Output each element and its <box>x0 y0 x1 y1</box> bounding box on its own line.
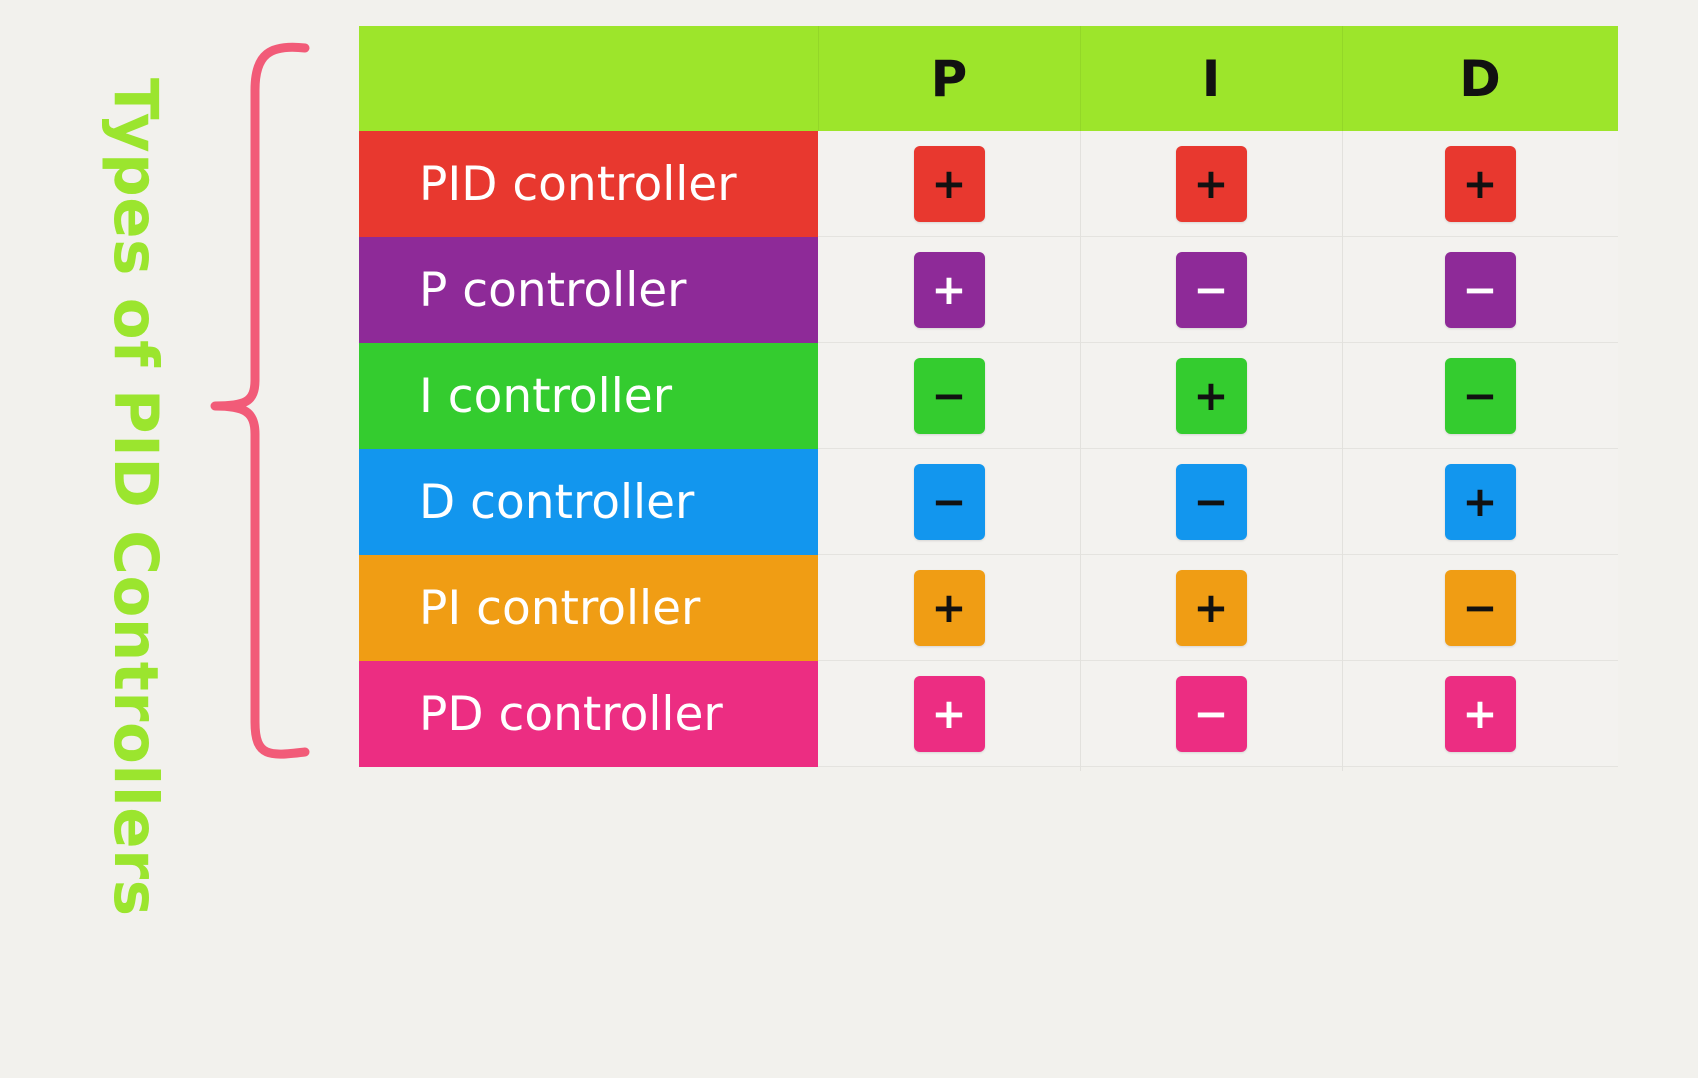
plus-badge: + <box>1175 146 1247 222</box>
table-cell: + <box>1080 131 1342 237</box>
table-cell: − <box>1080 237 1342 343</box>
column-header-d: D <box>1459 49 1501 108</box>
table-cell: − <box>1342 555 1618 661</box>
row-cells: + − + <box>818 661 1618 767</box>
table-cell: − <box>1342 237 1618 343</box>
table-row: PI controller + + − <box>359 555 1618 661</box>
minus-badge: − <box>913 358 985 434</box>
row-cells: + − − <box>818 237 1618 343</box>
minus-badge: − <box>1444 358 1516 434</box>
row-cells: + + − <box>818 555 1618 661</box>
row-cells: − + − <box>818 343 1618 449</box>
plus-badge: + <box>1444 464 1516 540</box>
table-row: PID controller + + + <box>359 131 1618 237</box>
plus-badge: + <box>1444 676 1516 752</box>
column-header-p: P <box>930 49 968 108</box>
row-label: PI controller <box>359 555 818 661</box>
table-cell: − <box>1342 343 1618 449</box>
table-cell: + <box>818 131 1080 237</box>
header-divider <box>1080 26 1081 131</box>
column-header-i: I <box>1201 49 1221 108</box>
table-row: PD controller + − + <box>359 661 1618 767</box>
minus-badge: − <box>1175 464 1247 540</box>
diagram-title: Types of PID Controllers <box>100 78 171 917</box>
table-cell: + <box>818 661 1080 767</box>
plus-badge: + <box>913 570 985 646</box>
table-row: I controller − + − <box>359 343 1618 449</box>
table-cell: + <box>818 555 1080 661</box>
row-cells: + + + <box>818 131 1618 237</box>
plus-badge: + <box>913 252 985 328</box>
table-cell: + <box>1342 449 1618 555</box>
plus-badge: + <box>913 676 985 752</box>
minus-badge: − <box>1175 252 1247 328</box>
curly-brace-icon <box>210 42 310 759</box>
header-divider <box>818 26 819 131</box>
table-cell: + <box>818 237 1080 343</box>
table-row: D controller − − + <box>359 449 1618 555</box>
header-divider <box>1342 26 1343 131</box>
plus-badge: + <box>1175 358 1247 434</box>
minus-badge: − <box>1175 676 1247 752</box>
row-label: D controller <box>359 449 818 555</box>
minus-badge: − <box>1444 570 1516 646</box>
row-label: I controller <box>359 343 818 449</box>
controller-table: P I D PID controller+++P controller+−−I … <box>359 26 1618 771</box>
row-label: PID controller <box>359 131 818 237</box>
row-label: P controller <box>359 237 818 343</box>
table-cell: − <box>1080 661 1342 767</box>
table-header: P I D <box>359 26 1618 131</box>
table-cell: + <box>1080 343 1342 449</box>
plus-badge: + <box>1444 146 1516 222</box>
minus-badge: − <box>1444 252 1516 328</box>
table-cell: − <box>818 343 1080 449</box>
minus-badge: − <box>913 464 985 540</box>
row-cells: − − + <box>818 449 1618 555</box>
plus-badge: + <box>913 146 985 222</box>
column-divider <box>1080 131 1081 771</box>
table-cell: + <box>1342 131 1618 237</box>
table-row: P controller + − − <box>359 237 1618 343</box>
table-cell: + <box>1080 555 1342 661</box>
plus-badge: + <box>1175 570 1247 646</box>
table-cell: − <box>1080 449 1342 555</box>
table-cell: + <box>1342 661 1618 767</box>
table-cell: − <box>818 449 1080 555</box>
column-divider <box>1342 131 1343 771</box>
row-label: PD controller <box>359 661 818 767</box>
